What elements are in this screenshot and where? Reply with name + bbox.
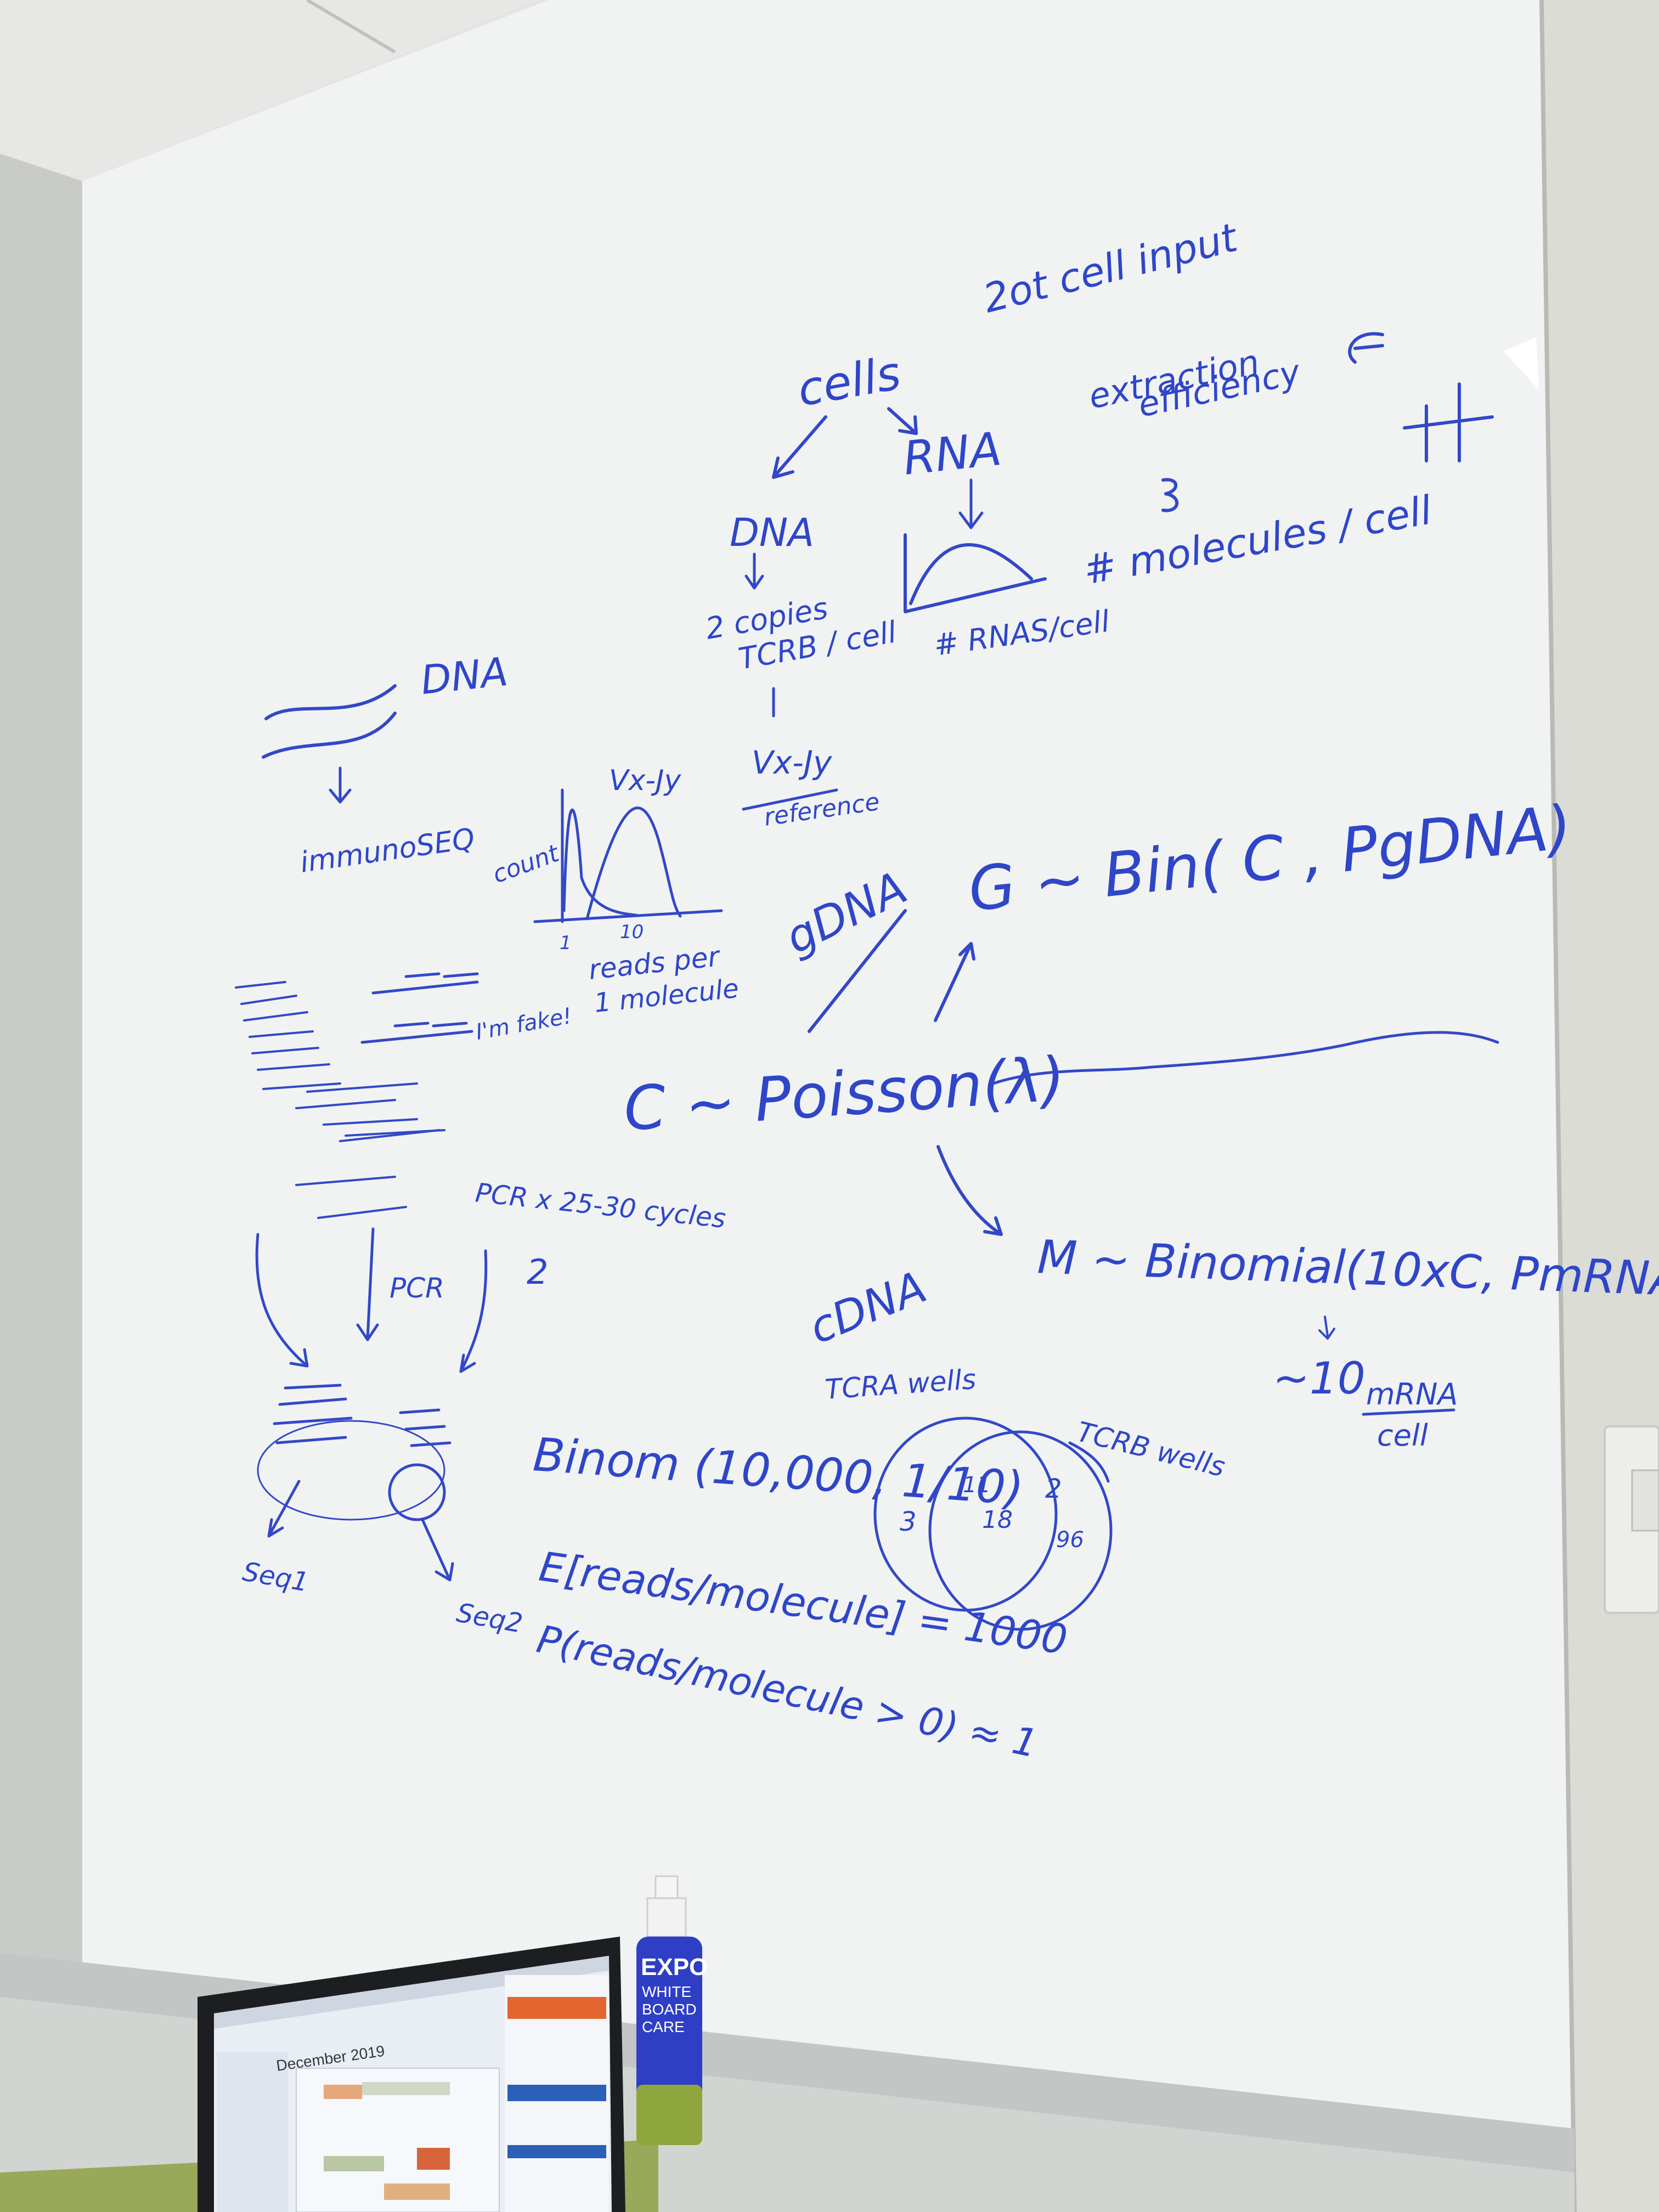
arrow-c-m <box>936 1145 1003 1236</box>
wave-underline <box>991 1031 1499 1085</box>
vj-lines-left <box>235 981 341 1090</box>
plot-tick-10: 10 <box>620 921 644 943</box>
arrow-rna-dist <box>958 478 984 529</box>
arrow-dna-copies <box>744 552 764 590</box>
vj-strand-mid <box>360 1022 473 1044</box>
bottle-brand: EXPO <box>641 1954 708 1980</box>
note-vxjy-ref: Vx-Jy <box>752 744 832 781</box>
tally-mark <box>1403 382 1494 462</box>
rna-dist-curve <box>909 543 1033 605</box>
plot-curve-bell <box>585 806 682 921</box>
vj-lines-below <box>295 1129 440 1219</box>
glare <box>1503 337 1539 390</box>
dna-wave <box>262 684 397 759</box>
calendar-event-5 <box>384 2183 450 2200</box>
bottle-line-2: BOARD <box>642 2001 697 2018</box>
laptop: December 2019 <box>198 1937 625 2212</box>
note-pcr: PCR <box>390 1272 444 1304</box>
rna-dist-axes <box>904 533 1047 613</box>
left-wall <box>0 154 82 2052</box>
plot-vxjy-label: Vx-Jy <box>609 764 681 797</box>
arrow-seq2 <box>421 1518 454 1582</box>
note-approx-10: ~10 <box>1273 1353 1365 1404</box>
spray-bottle: EXPO WHITE BOARD CARE <box>636 1875 708 2145</box>
vj-lines-right <box>295 1082 445 1137</box>
sequencer-loop <box>257 1420 445 1521</box>
bottle-nozzle <box>654 1875 679 1899</box>
venn-right-count: 96 <box>1056 1527 1084 1553</box>
sequencer-circle <box>388 1463 446 1521</box>
notification-bar-2 <box>507 2145 606 2158</box>
note-two-power: 2 <box>527 1252 548 1292</box>
light-switch-toggle <box>1631 1469 1659 1532</box>
arrow-tcrb <box>1068 1441 1110 1483</box>
note-mrna: mRNA <box>1366 1377 1458 1412</box>
ref-underline <box>742 788 838 811</box>
plot-curve-spike <box>562 808 638 917</box>
bottle-cap <box>646 1897 687 1938</box>
whiteboard-surface <box>82 0 1575 2212</box>
venn-mid-top-count: 11 <box>963 1472 991 1498</box>
note-dna-left: DNA <box>419 648 510 703</box>
calendar-event-3 <box>324 2156 384 2171</box>
notification-bar <box>507 2085 606 2101</box>
slash-gdna <box>808 909 907 1033</box>
arrow-efficiency <box>1348 332 1384 364</box>
notification-header <box>507 1997 606 2019</box>
arrow-seq1 <box>267 1480 301 1538</box>
right-wall <box>1542 0 1659 2212</box>
venn-left-count: 3 <box>900 1506 917 1537</box>
arrow-cells-dna <box>772 415 827 479</box>
pcr-arc-mid <box>356 1227 379 1341</box>
arrow-cells-rna <box>887 407 918 435</box>
arrow-c-g <box>934 942 975 1022</box>
fraction-bar <box>1362 1408 1455 1416</box>
ceiling-panel <box>0 0 538 181</box>
note-dna-top: DNA <box>730 510 814 555</box>
pcr-arc-right <box>459 1249 488 1373</box>
ceiling-seam <box>306 0 396 54</box>
venn-mid-count: 18 <box>982 1506 1013 1534</box>
whiteboard-right-edge <box>1539 0 1577 2212</box>
arrow-dna-immuno <box>329 766 352 804</box>
calendar-sidebar <box>217 2052 288 2212</box>
calendar-event-1 <box>324 2085 362 2099</box>
amp-mark <box>1161 478 1178 512</box>
pcr-arc-left <box>255 1233 309 1368</box>
calendar-event-2 <box>362 2082 450 2095</box>
bottle-base <box>636 2085 702 2145</box>
bottle-line-3: CARE <box>642 2018 685 2035</box>
bottle-line-1: WHITE <box>642 1983 691 2000</box>
vj-strand-top <box>371 972 479 995</box>
plot-axes <box>533 788 723 923</box>
note-cell: cell <box>1377 1418 1428 1453</box>
calendar-event-4 <box>417 2148 450 2170</box>
amplicon-stack <box>273 1384 452 1447</box>
venn-right-top-count: 2 <box>1045 1474 1062 1504</box>
venn-tcrb <box>928 1430 1113 1631</box>
laptop-menu-bar <box>214 1956 609 2029</box>
note-rna: RNA <box>901 422 1004 486</box>
arrow-small <box>1318 1316 1335 1340</box>
plot-tick-1: 1 <box>560 932 572 954</box>
